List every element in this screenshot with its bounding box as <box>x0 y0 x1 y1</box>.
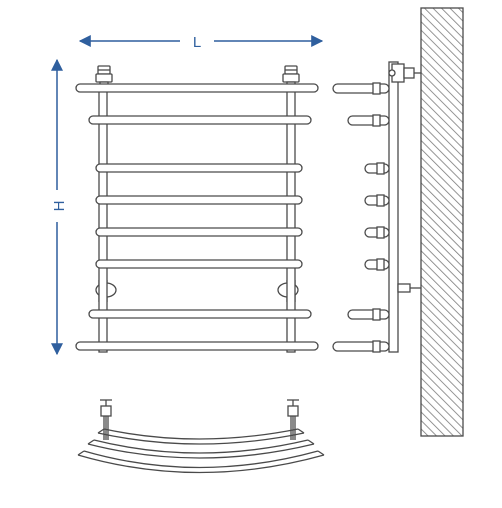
curved-tube-inner <box>97 432 305 445</box>
front-view <box>75 65 319 353</box>
rung <box>75 83 319 93</box>
rung <box>95 227 303 237</box>
side-vertical-tube <box>388 61 399 353</box>
rung <box>88 115 312 125</box>
width-label: L <box>193 34 201 51</box>
width-dimension: L <box>78 34 324 51</box>
right-bottom-valve <box>287 399 299 440</box>
rung <box>75 341 319 351</box>
left-bottom-valve <box>100 399 112 440</box>
side-rung <box>347 309 390 320</box>
bottom-view <box>77 399 325 474</box>
rungs <box>75 83 319 351</box>
side-view <box>332 61 421 353</box>
wall-hatched <box>420 7 464 437</box>
rung <box>88 309 312 319</box>
height-dimension: H <box>51 58 68 356</box>
side-rung <box>347 115 390 126</box>
height-label: H <box>51 201 68 212</box>
middle-wall-mount <box>397 283 421 293</box>
side-rungs <box>332 82 390 353</box>
rung <box>95 163 303 173</box>
curved-tube-middle <box>87 443 315 459</box>
rung <box>95 195 303 205</box>
top-wall-mount <box>388 63 421 83</box>
curved-tube-outer <box>77 454 325 474</box>
rung <box>95 259 303 269</box>
